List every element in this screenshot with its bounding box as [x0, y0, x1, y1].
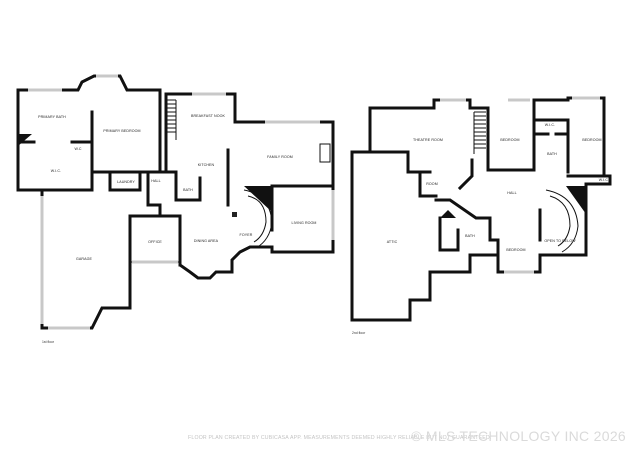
second-floor-plan: THEATRE ROOM BEDROOM W.I.C. BEDROOM BATH…: [350, 96, 612, 335]
label-wic-1: W.I.C.: [545, 123, 555, 127]
wall-bath2-top: [434, 198, 492, 220]
fireplace: [319, 143, 331, 163]
wall-room: [418, 170, 438, 198]
wall-laundry: [108, 170, 142, 192]
label-primary-bedroom: PRIMARY BEDROOM: [103, 129, 140, 133]
label-garage: GARAGE: [76, 257, 92, 261]
spiral-stair-upper: [545, 189, 579, 253]
label-foyer: FOYER: [240, 233, 253, 237]
wall-wc: [70, 110, 94, 144]
label-bedroom-3: BEDROOM: [506, 248, 525, 252]
label-bath: BATH: [183, 188, 193, 192]
label-bath-2: BATH: [465, 234, 475, 238]
label-family-room: FAMILY ROOM: [267, 155, 293, 159]
wall-attic-top: [350, 150, 432, 174]
label-laundry: LAUNDRY: [117, 180, 135, 184]
label-bath-1: BATH: [547, 152, 557, 156]
label-attic: ATTIC: [387, 240, 398, 244]
stair-wedge-upper: [566, 186, 586, 214]
column: [232, 212, 237, 217]
label-floor-2: 2nd floor: [352, 331, 366, 335]
wall-hall: [146, 170, 162, 207]
label-living-room: LIVING ROOM: [291, 221, 316, 225]
label-primary-bath: PRIMARY BATH: [38, 115, 66, 119]
wall-bedroom3-left: [488, 216, 500, 257]
disclaimer-text: FLOOR PLAN CREATED BY CUBICASA APP. MEAS…: [188, 435, 491, 441]
wall-theatre-bottom: [457, 158, 474, 191]
label-wic-2: W.I.C.: [599, 178, 609, 182]
bath2-wedge: [440, 210, 456, 218]
wall-bath2-small: [438, 216, 460, 252]
second-floor-stairs: [473, 111, 486, 154]
label-wc: W.C: [74, 147, 81, 151]
label-room: ROOM: [426, 182, 438, 186]
label-theatre-room: THEATRE ROOM: [413, 138, 443, 142]
label-hall-upper: HALL: [507, 191, 516, 195]
first-floor-stairs: [166, 99, 177, 140]
label-kitchen: KITCHEN: [198, 163, 215, 167]
first-floor-outer-wall: [16, 74, 335, 330]
label-breakfast-nook: BREAKFAST NOOK: [191, 114, 226, 118]
label-bedroom-2: BEDROOM: [582, 138, 601, 142]
first-floor-plan: PRIMARY BATH PRIMARY BEDROOM W.I.C. W.C …: [16, 74, 335, 344]
wall-kitchen-left: [164, 170, 178, 202]
wall-bath: [174, 176, 202, 202]
second-floor-outer-wall: [350, 96, 612, 322]
label-bedroom-1: BEDROOM: [500, 138, 519, 142]
bath-corner-wedge: [18, 134, 32, 146]
label-wic: W.I.C.: [51, 169, 61, 173]
label-dining-area: DINING AREA: [194, 239, 219, 243]
label-open-to-below: OPEN TO BELOW: [544, 239, 576, 243]
wall-wic: [532, 118, 570, 174]
mls-watermark: © MLS TECHNOLOGY INC 2026: [411, 428, 626, 444]
label-office: OFFICE: [148, 240, 162, 244]
label-floor-1: 1st floor: [42, 340, 55, 344]
label-hall: HALL: [151, 179, 160, 183]
stair-wedge: [244, 186, 272, 212]
